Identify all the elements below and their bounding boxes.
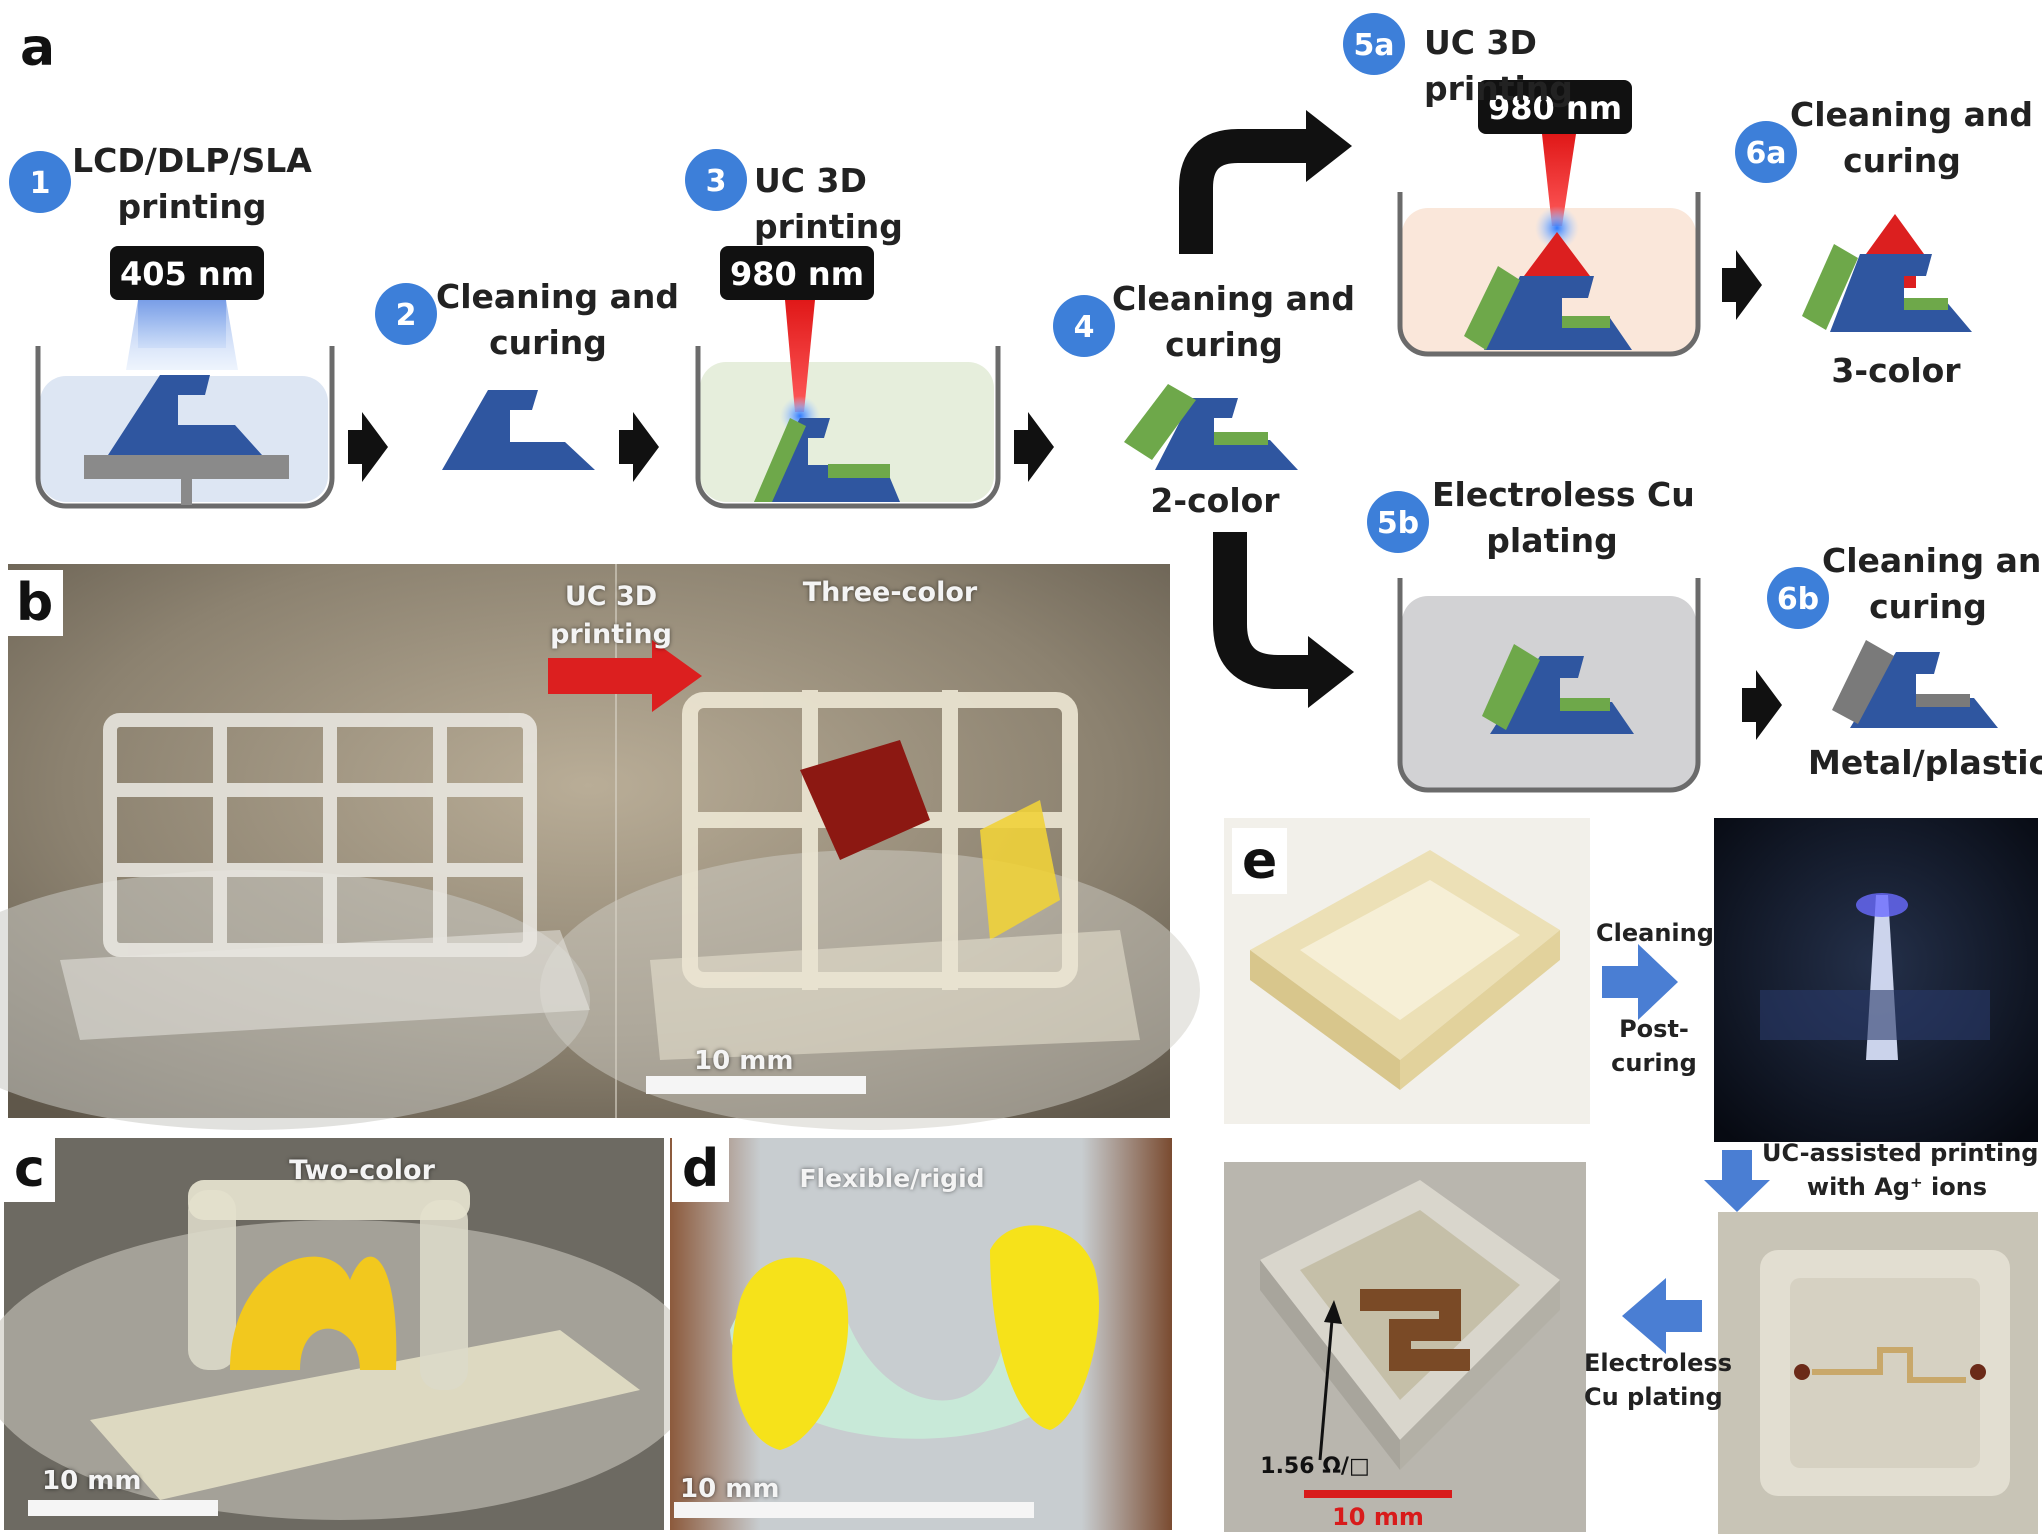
svg-text:980 nm: 980 nm (730, 255, 864, 293)
step5a-vat (1397, 134, 1701, 357)
scale-label-d: 10 mm (680, 1474, 780, 1504)
panel-label-d: d (672, 1136, 730, 1202)
green-part (754, 418, 806, 502)
scale-label-e: 10 mm (1332, 1503, 1424, 1531)
step-circle-2 (375, 283, 437, 345)
e-arrow-down (1704, 1150, 1770, 1212)
photo-e2 (1714, 818, 2038, 1142)
step1-label: LCD/DLP/SLA printing (72, 141, 312, 226)
step-circle-6b (1767, 567, 1829, 629)
branch-arrow-up (1179, 129, 1308, 254)
panel-label-c: c (4, 1136, 55, 1202)
step-circle-5a (1343, 13, 1405, 75)
step3-vat (695, 300, 1001, 509)
wavelength-chip-980: 980 nm (720, 246, 874, 300)
step1-vat (35, 300, 335, 509)
b-arrow-label: UC 3D printing (550, 581, 672, 650)
scale-bar-c (28, 1500, 218, 1516)
two-color-photo-label: Two-color (289, 1155, 435, 1186)
photo-e3 (1718, 1212, 2038, 1534)
step5b-vat (1397, 578, 1701, 793)
branch-arrow-down (1213, 532, 1310, 689)
svg-text:3: 3 (706, 164, 727, 199)
step6a-label: Cleaning and curing (1790, 95, 2033, 180)
step4-label: Cleaning and curing (1112, 279, 1355, 364)
process-arrow (348, 412, 388, 482)
process-arrow (1014, 412, 1054, 482)
svg-text:6a: 6a (1745, 136, 1786, 171)
three-color-label: 3-color (1831, 351, 1961, 390)
nir-beam (785, 300, 815, 412)
step-circle-1 (9, 151, 71, 213)
svg-text:405 nm: 405 nm (120, 255, 254, 293)
two-color-part (1124, 384, 1298, 470)
wavelength-chip-405: 405 nm (110, 246, 264, 300)
build-platform (84, 455, 289, 479)
blue-part (108, 375, 262, 455)
step2-label: Cleaning and curing (436, 277, 679, 362)
blue-part-cured (442, 390, 595, 470)
panel-label-a: a (20, 18, 56, 78)
photo-e1 (1224, 818, 1590, 1124)
e-arrow-left (1622, 1278, 1702, 1354)
photo-e4 (1224, 1162, 1586, 1532)
scale-bar-d (674, 1502, 1034, 1518)
step-circle-4 (1053, 295, 1115, 357)
step-circle-6a (1735, 121, 1797, 183)
photo-d (670, 1138, 1172, 1530)
svg-text:4: 4 (1074, 310, 1095, 345)
uc-assisted-label: UC-assisted printing with Ag⁺ ions (1762, 1139, 2039, 1201)
svg-text:2: 2 (396, 298, 417, 333)
step-circle-5b (1367, 491, 1429, 553)
step5a-label: UC 3D printing (1424, 23, 1573, 108)
step5b-label: Electroless Cu plating (1432, 475, 1695, 560)
scale-bar-b (646, 1076, 866, 1094)
resistance-label: 1.56 Ω/□ (1260, 1454, 1370, 1479)
panel-label-e: e (1232, 828, 1288, 894)
svg-text:6b: 6b (1777, 582, 1819, 617)
photo-b (0, 564, 1200, 1130)
svg-text:1: 1 (30, 166, 51, 201)
step-circle-3 (685, 149, 747, 211)
electroless-label: Electroless Cu plating (1584, 1349, 1732, 1411)
metal-plastic-part (1832, 640, 1998, 728)
svg-text:5a: 5a (1353, 28, 1394, 63)
pointer-line (1318, 1319, 1334, 1461)
panel-label-b: b (6, 570, 64, 636)
step3-label: UC 3D printing (754, 161, 903, 246)
wavelength-chip-980b: 980 nm (1478, 80, 1632, 134)
process-arrow (1742, 670, 1782, 740)
photo-c (0, 1138, 700, 1530)
step6b-label: Cleaning and curing (1822, 541, 2042, 626)
scale-label-b: 10 mm (694, 1046, 794, 1076)
scale-label-c: 10 mm (42, 1466, 142, 1496)
two-color-label: 2-color (1150, 481, 1280, 520)
three-color-part (1802, 214, 1972, 332)
svg-text:980 nm: 980 nm (1488, 89, 1622, 127)
red-arrow (548, 640, 702, 712)
cleaning-label: Cleaning (1596, 919, 1714, 947)
three-color-photo-label: Three-color (802, 577, 978, 608)
process-arrow (1722, 250, 1762, 320)
e-arrow-right (1602, 944, 1678, 1020)
svg-text:5b: 5b (1377, 506, 1419, 541)
post-curing-label: Post- curing (1611, 1015, 1697, 1077)
flexible-rigid-label: Flexible/rigid (799, 1164, 985, 1193)
process-arrow (619, 412, 659, 482)
scale-bar-e (1304, 1490, 1452, 1498)
metal-plastic-label: Metal/plastic (1808, 743, 2042, 782)
